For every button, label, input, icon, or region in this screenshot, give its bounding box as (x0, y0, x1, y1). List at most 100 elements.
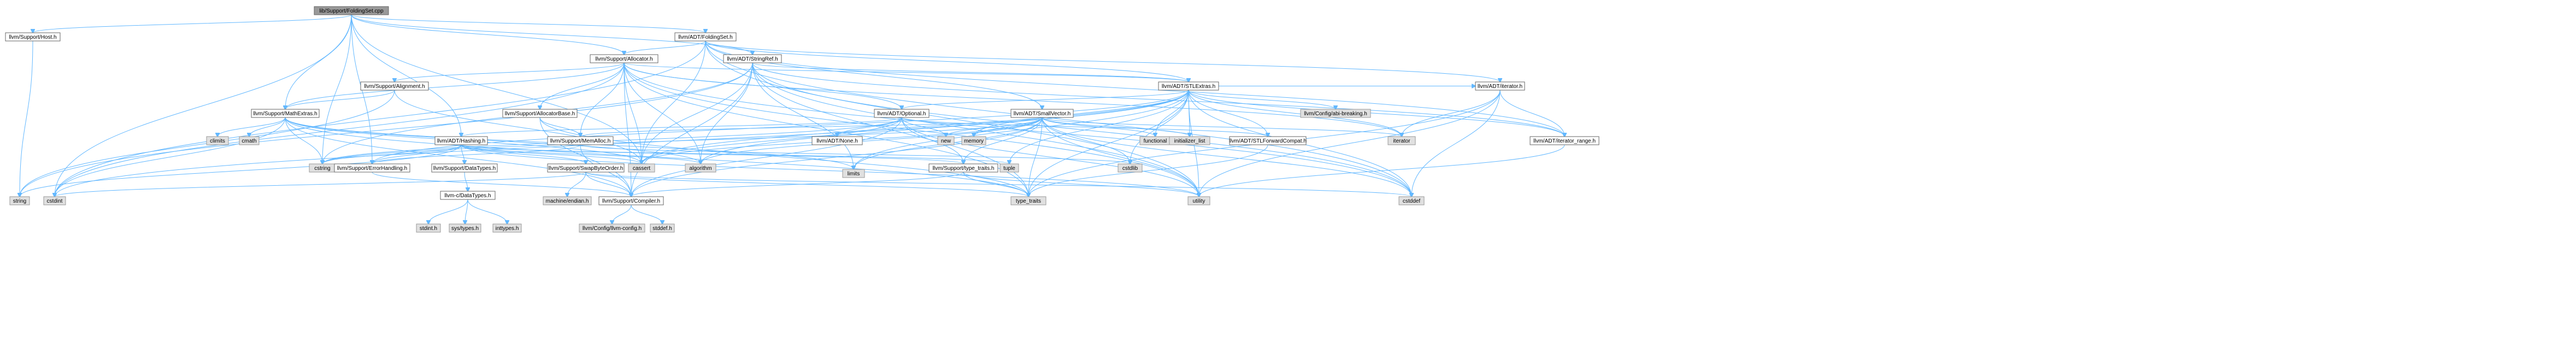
edge-typetraits-to-compiler (631, 172, 964, 197)
edge-hashing-to-string (20, 144, 462, 197)
node-box (1398, 196, 1425, 205)
edge-mathextras-to-algorithm (285, 117, 701, 164)
node-label: inttypes.h (496, 226, 519, 232)
node-errorhandling[interactable]: llvm/Support/ErrorHandling.h (334, 163, 410, 173)
edge-mathextras-to-cstring (285, 117, 322, 164)
edge-stlextras-to-cstdlib (1130, 90, 1189, 164)
node-box (547, 163, 625, 173)
node-label: llvm/ADT/None.h (816, 138, 858, 144)
node-box (543, 196, 592, 205)
node-algorithm: algorithm (685, 163, 716, 173)
node-label: cstring (314, 166, 330, 172)
edge-optional-to-none (837, 117, 902, 137)
node-hashing[interactable]: llvm/ADT/Hashing.h (434, 136, 488, 145)
edge-smallvector-to-algorithm (701, 117, 1043, 164)
node-stringref[interactable]: llvm/ADT/StringRef.h (723, 54, 782, 63)
edge-hashing-to-errorhandling (372, 144, 462, 164)
node-alignment[interactable]: llvm/Support/Alignment.h (360, 81, 429, 91)
edge-allocator-to-mathextras (285, 62, 625, 109)
edge-cdatatypes-to-stdint (428, 199, 468, 224)
node-box (251, 109, 320, 118)
node-allocatorbase[interactable]: llvm/Support/AllocatorBase.h (502, 109, 578, 118)
edge-swapbyteorder-to-cstddef (585, 172, 1411, 197)
node-foldingset[interactable]: llvm/ADT/FoldingSet.h (674, 32, 737, 42)
edge-stringref-to-string (20, 62, 753, 197)
edge-compiler-to-llvmconfig (612, 204, 632, 224)
node-stlextras[interactable]: llvm/ADT/STLExtras.h (1158, 81, 1219, 91)
node-stlfwd[interactable]: llvm/ADT/STLForwardCompat.h (1229, 136, 1307, 145)
node-box (43, 196, 66, 205)
node-allocator[interactable]: llvm/Support/Allocator.h (590, 54, 658, 63)
edge-root-to-foldingset (351, 14, 705, 33)
edge-hashing-to-cstring (322, 144, 462, 164)
node-host[interactable]: llvm/Support/Host.h (5, 32, 61, 42)
node-functional: functional (1139, 136, 1171, 145)
node-memalloc[interactable]: llvm/Support/MemAlloc.h (547, 136, 614, 145)
node-box (1118, 163, 1143, 173)
node-label: llvm/Support/SwapByteOrder.h (549, 166, 624, 172)
node-mathextras[interactable]: llvm/Support/MathExtras.h (251, 109, 320, 118)
node-compiler[interactable]: llvm/Support/Compiler.h (598, 196, 664, 205)
edge-memalloc-to-errorhandling (372, 144, 581, 164)
node-none[interactable]: llvm/ADT/None.h (811, 136, 863, 145)
node-stddef: stddef.h (650, 223, 675, 233)
edge-datatypes-to-cdatatypes (464, 172, 468, 191)
node-root[interactable]: lib/Support/FoldingSet.cpp (314, 6, 389, 15)
edge-typetraits-to-std_type_traits (963, 172, 1028, 197)
node-label: stddef.h (652, 226, 672, 232)
edge-foldingset-to-cstddef (705, 40, 1411, 197)
node-climits: climits (206, 136, 229, 145)
node-cstdlib: cstdlib (1118, 163, 1143, 173)
node-label: llvm/Config/llvm-config.h (583, 226, 642, 232)
edge-foldingset-to-stlextras (705, 40, 1189, 82)
node-label: algorithm (689, 166, 711, 172)
node-typetraits[interactable]: llvm/Support/type_traits.h (928, 163, 998, 173)
edge-hashing-to-algorithm (461, 144, 701, 164)
node-box (1387, 136, 1416, 145)
edge-smallvector-to-functional (1042, 117, 1155, 137)
node-box (1169, 136, 1210, 145)
node-box (492, 223, 522, 233)
edge-iterrange-to-utility (1199, 144, 1565, 197)
node-label: iterator (1393, 138, 1410, 144)
edge-adtiterator-to-iterator (1402, 90, 1501, 137)
node-label: utility (1193, 198, 1205, 204)
node-smallvector[interactable]: llvm/ADT/SmallVector.h (1010, 109, 1074, 118)
edge-mathextras-to-cmath (249, 117, 286, 137)
edge-layer (20, 14, 1565, 224)
edge-mathextras-to-cstdint (55, 117, 286, 197)
node-label: llvm/ADT/Optional.h (878, 111, 926, 117)
edge-optional-to-cassert (642, 117, 902, 164)
node-label: climits (210, 138, 225, 144)
edge-stlextras-to-algorithm (701, 90, 1189, 164)
edge-errorhandling-to-compiler (372, 172, 631, 197)
node-box (9, 196, 30, 205)
node-cstring: cstring (309, 163, 336, 173)
node-label: limits (848, 171, 860, 177)
node-box (502, 109, 578, 118)
node-box (628, 163, 655, 173)
node-label: cstdint (47, 198, 63, 204)
node-label: functional (1144, 138, 1167, 144)
node-swapbyteorder[interactable]: llvm/Support/SwapByteOrder.h (547, 163, 625, 173)
node-label: memory (964, 138, 984, 144)
node-label: llvm/Support/AllocatorBase.h (505, 111, 575, 117)
edge-root-to-cstdint (55, 14, 352, 197)
node-breaking: llvm/Config/abi-breaking.h (1300, 109, 1371, 118)
edge-stlextras-to-stlfwd (1188, 90, 1268, 137)
node-datatypes[interactable]: llvm/Support/DataTypes.h (431, 163, 498, 173)
node-cdatatypes[interactable]: llvm-c/DataTypes.h (440, 191, 496, 200)
node-adtiterator[interactable]: llvm/ADT/iterator.h (1475, 81, 1525, 91)
node-label: cmath (242, 138, 256, 144)
node-cassert: cassert (628, 163, 655, 173)
node-box (723, 54, 782, 63)
edge-smallvector-to-memory (974, 117, 1043, 137)
node-optional[interactable]: llvm/ADT/Optional.h (874, 109, 930, 118)
edge-cdatatypes-to-systypes (465, 199, 468, 224)
edge-stlextras-to-functional (1155, 90, 1189, 137)
node-iterrange[interactable]: llvm/ADT/iterator_range.h (1530, 136, 1599, 145)
edge-stringref-to-limits (752, 62, 854, 169)
edge-stlextras-to-iterrange (1188, 90, 1565, 137)
edge-allocator-to-cassert (624, 62, 642, 164)
node-box (999, 163, 1019, 173)
